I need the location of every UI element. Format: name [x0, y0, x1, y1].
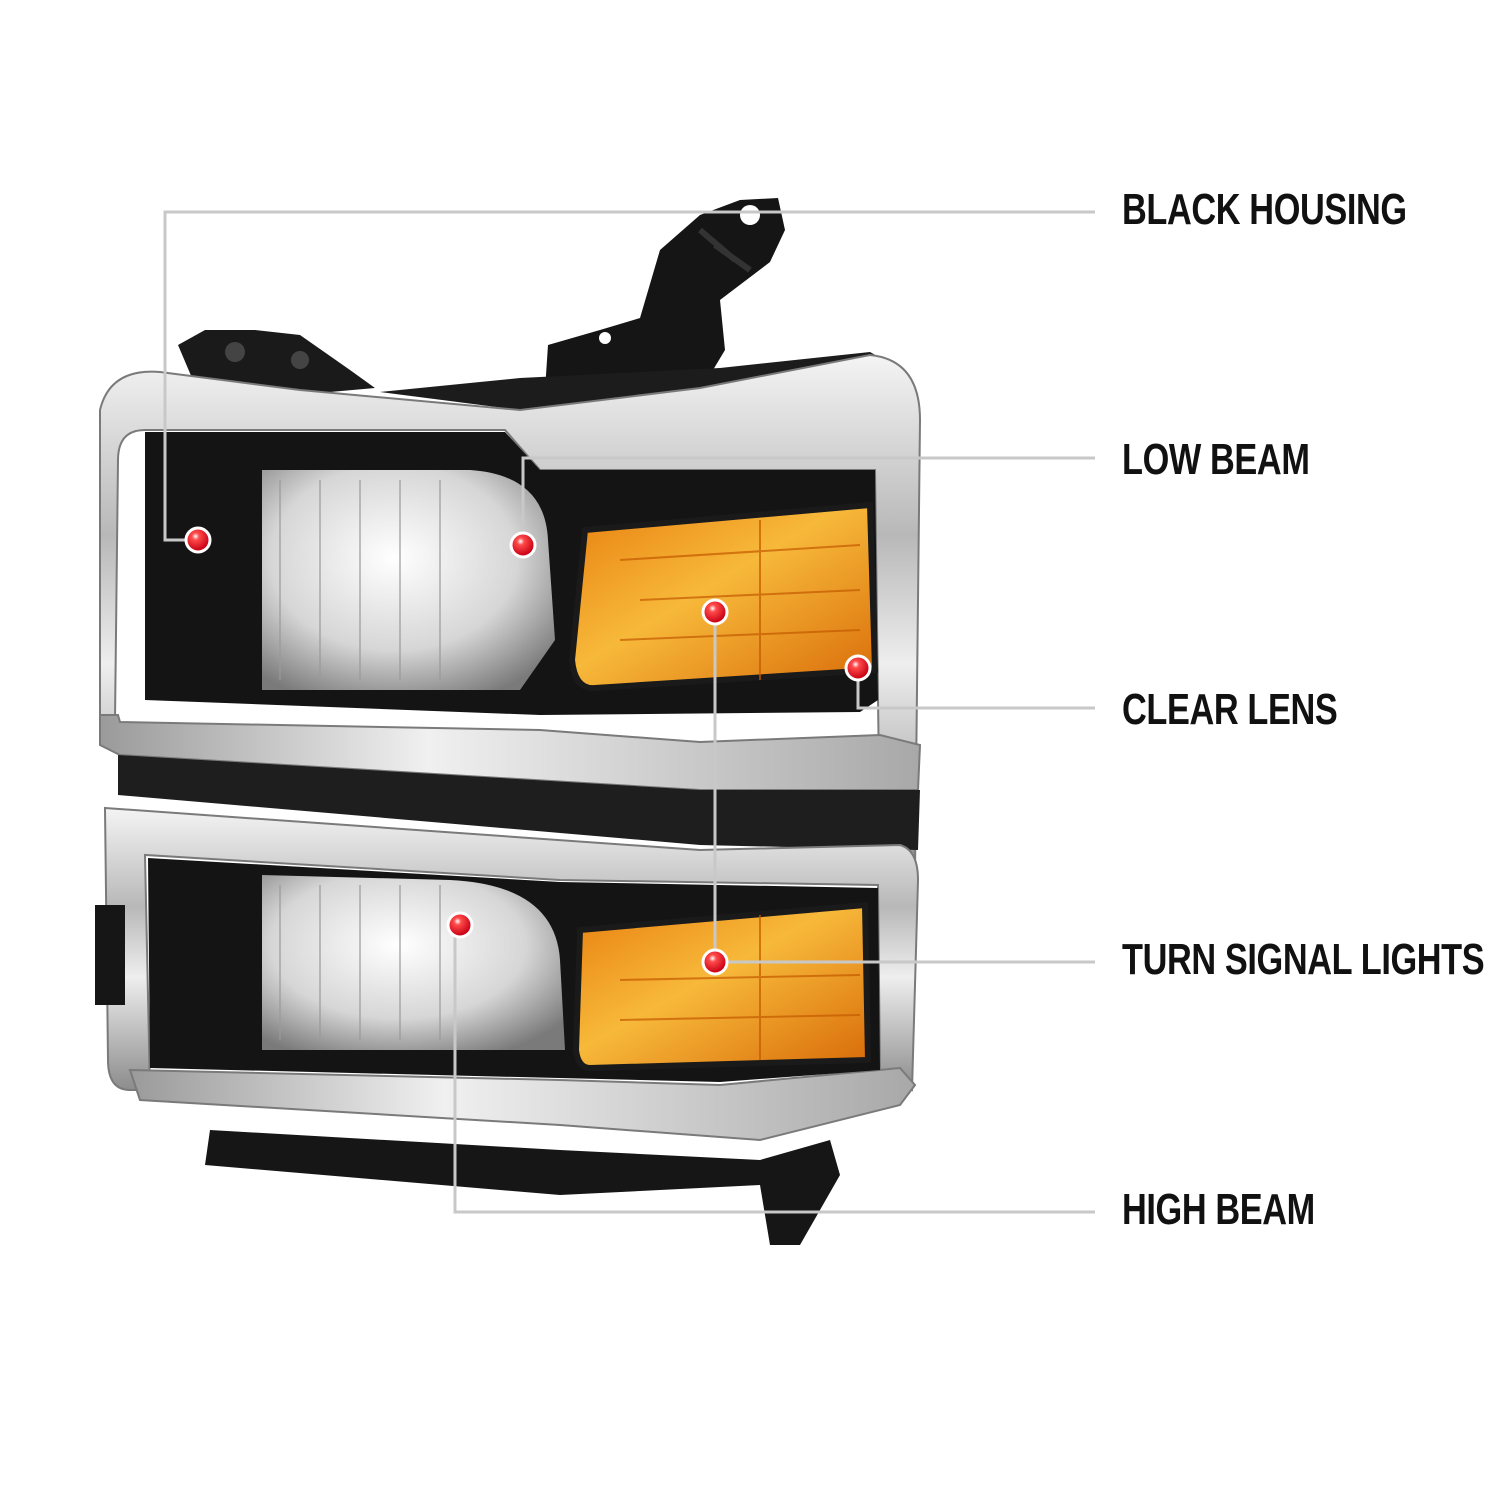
marker-dot-low-beam — [509, 531, 537, 559]
mounting-bracket-right — [545, 198, 785, 392]
marker-dot-turn-signal-upper — [701, 598, 729, 626]
marker-dot-clear-lens — [844, 654, 872, 682]
marker-dot-turn-signal-lower — [701, 948, 729, 976]
callout-label-black-housing: BLACK HOUSING — [1122, 185, 1407, 234]
callout-label-turn-signal-lights: TURN SIGNAL LIGHTS — [1122, 935, 1485, 984]
mounting-bracket-left — [178, 330, 375, 395]
lower-clear-reflector — [262, 875, 565, 1050]
lower-amber-lens — [572, 901, 872, 1072]
leader-line-black-housing — [163, 210, 1095, 542]
marker-dot-black-housing — [184, 526, 212, 554]
marker-dots — [184, 526, 872, 976]
upper-clear-reflector — [262, 470, 555, 690]
callout-label-clear-lens: CLEAR LENS — [1122, 685, 1338, 734]
callout-label-low-beam: LOW BEAM — [1122, 435, 1310, 484]
marker-dot-high-beam — [446, 911, 474, 939]
callout-label-high-beam: HIGH BEAM — [1122, 1185, 1315, 1234]
leader-line-low-beam — [521, 456, 1095, 545]
